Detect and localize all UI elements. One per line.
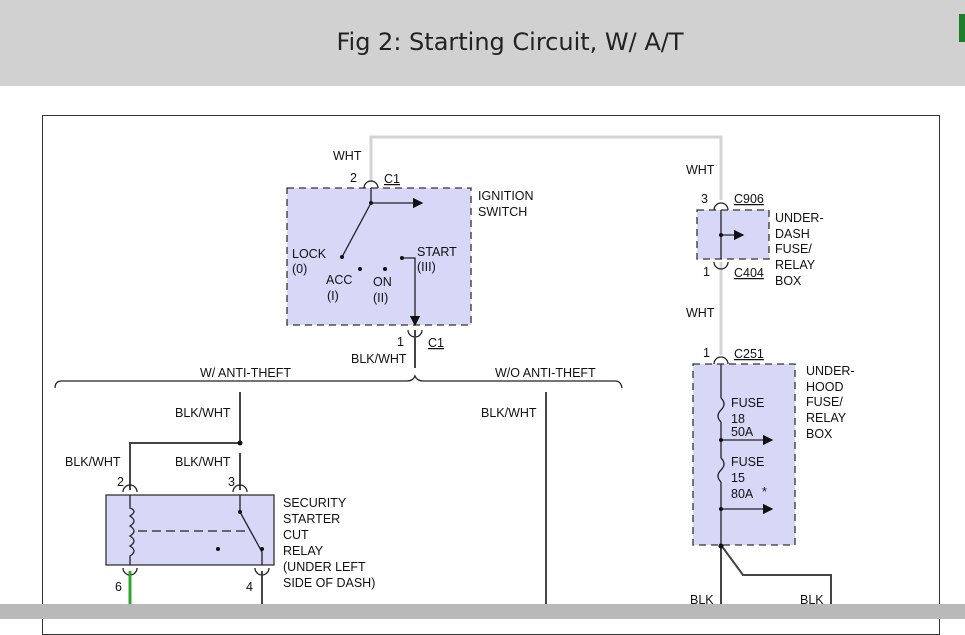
on-label: ON xyxy=(373,275,392,289)
option-brace xyxy=(54,374,623,389)
underdash-label-4: RELAY xyxy=(775,258,816,272)
wire-label-blkwht-1: BLK/WHT xyxy=(175,406,231,420)
fuse-15-number: 15 xyxy=(731,471,745,485)
relay-contact-closed xyxy=(260,547,264,551)
blkwht-wire-to-pin2 xyxy=(129,442,240,490)
fuse-18-symbol xyxy=(717,397,725,423)
relay-connector-pin2 xyxy=(122,484,138,493)
underdash-dot xyxy=(719,233,723,237)
underdash-label-1: UNDER- xyxy=(775,211,824,225)
ignition-pin-bottom: 1 xyxy=(397,335,404,349)
underdash-pin-bottom: 1 xyxy=(703,265,710,279)
start-pos: (III) xyxy=(417,260,436,274)
relay-label-4: RELAY xyxy=(283,544,324,558)
underdash-label-3: FUSE/ xyxy=(775,242,812,256)
without-anti-theft-label: W/O ANTI-THEFT xyxy=(495,366,596,380)
blk-splice-dot xyxy=(718,543,724,549)
relay-label-6: SIDE OF DASH) xyxy=(283,576,375,590)
relay-coil xyxy=(128,495,135,565)
connector-c1-top xyxy=(363,180,379,189)
wire-label-blk-left: BLK xyxy=(690,593,714,607)
fuse-15-rating: 80A xyxy=(731,487,754,501)
wire-label-blkwht-4: BLK/WHT xyxy=(481,406,537,420)
ignition-conn-top: C1 xyxy=(384,172,400,186)
ignition-name-2: SWITCH xyxy=(478,205,527,219)
ignition-contact-arm xyxy=(341,202,372,258)
fuse-18-dot xyxy=(719,438,723,442)
start-output-line xyxy=(402,257,421,327)
relay-contact-open xyxy=(216,547,220,551)
underdash-conn-bottom-label: C404 xyxy=(734,266,764,280)
fuse-18-name: FUSE xyxy=(731,396,764,410)
wire-label-wht-top-right: WHT xyxy=(686,163,715,177)
wire-label-blkwht-3: BLK/WHT xyxy=(175,455,231,469)
acc-label: ACC xyxy=(326,273,352,287)
underhood-label-4: RELAY xyxy=(806,411,847,425)
underdash-conn-top-label: C906 xyxy=(734,192,764,206)
underhood-box xyxy=(692,363,796,546)
relay-pin4: 4 xyxy=(246,580,253,594)
page-title: Fig 2: Starting Circuit, W/ A/T xyxy=(336,28,684,56)
relay-label-1: SECURITY xyxy=(283,496,347,510)
fuse-15-symbol xyxy=(717,457,725,483)
underdash-conn-top xyxy=(713,202,729,211)
relay-label-5: (UNDER LEFT xyxy=(283,560,366,574)
accent-tab[interactable] xyxy=(959,14,965,42)
underdash-conn-bottom xyxy=(713,261,729,270)
ignition-out-wire-label: BLK/WHT xyxy=(351,352,407,366)
with-anti-theft-label: W/ ANTI-THEFT xyxy=(200,366,291,380)
ignition-name-1: IGNITION xyxy=(478,189,534,203)
splice-dot xyxy=(237,440,243,446)
lock-label: LOCK xyxy=(292,247,327,261)
underhood-pin-top: 1 xyxy=(703,346,710,360)
on-pos: (II) xyxy=(373,291,388,305)
lock-contact xyxy=(340,255,344,259)
ignition-switch-box xyxy=(286,187,472,326)
underhood-label-3: FUSE/ xyxy=(806,395,843,409)
relay-switch-arm xyxy=(239,495,263,565)
underdash-label-5: BOX xyxy=(775,274,802,288)
relay-pin2: 2 xyxy=(117,475,124,489)
underhood-label-1: UNDER- xyxy=(806,364,855,378)
underhood-conn-top xyxy=(713,356,729,365)
relay-connector-pin3 xyxy=(232,484,248,493)
relay-label-2: STARTER xyxy=(283,512,340,526)
wire-label-wht-top-left: WHT xyxy=(333,149,362,163)
relay-pin3: 3 xyxy=(228,475,235,489)
blk-wire-right xyxy=(720,544,832,604)
underhood-label-5: BOX xyxy=(806,427,833,441)
fuse-18-rating: 50A xyxy=(731,425,754,439)
acc-pos: (I) xyxy=(327,289,339,303)
lock-pos: (0) xyxy=(292,262,307,276)
relay-pin6: 6 xyxy=(115,580,122,594)
starting-circuit-diagram: WHT 2 C1 IGNITION SWITCH LOCK (0) ACC (I… xyxy=(54,135,855,607)
fuse-15-note: * xyxy=(762,485,767,499)
fuse-15-name: FUSE xyxy=(731,455,764,469)
acc-contact xyxy=(358,267,362,271)
header-bar: Fig 2: Starting Circuit, W/ A/T xyxy=(0,0,965,86)
wire-label-wht-mid-right: WHT xyxy=(686,306,715,320)
underhood-label-2: HOOD xyxy=(806,380,844,394)
wht-wire-top xyxy=(369,135,723,200)
fuse-15-dot xyxy=(719,507,723,511)
underhood-conn-top-label: C251 xyxy=(734,347,764,361)
ignition-pin-top: 2 xyxy=(350,171,357,185)
ignition-conn-bottom: C1 xyxy=(428,336,444,350)
start-label: START xyxy=(417,245,457,259)
relay-label-3: CUT xyxy=(283,528,309,542)
bottom-scroll-strip[interactable] xyxy=(0,604,965,619)
underdash-label-2: DASH xyxy=(775,227,810,241)
wire-label-blk-right: BLK xyxy=(800,593,824,607)
fuse-18-number: 18 xyxy=(731,412,745,426)
relay-pivot xyxy=(238,510,242,514)
underdash-pin-top: 3 xyxy=(701,192,708,206)
wire-label-blkwht-2: BLK/WHT xyxy=(65,455,121,469)
on-contact xyxy=(383,267,387,271)
